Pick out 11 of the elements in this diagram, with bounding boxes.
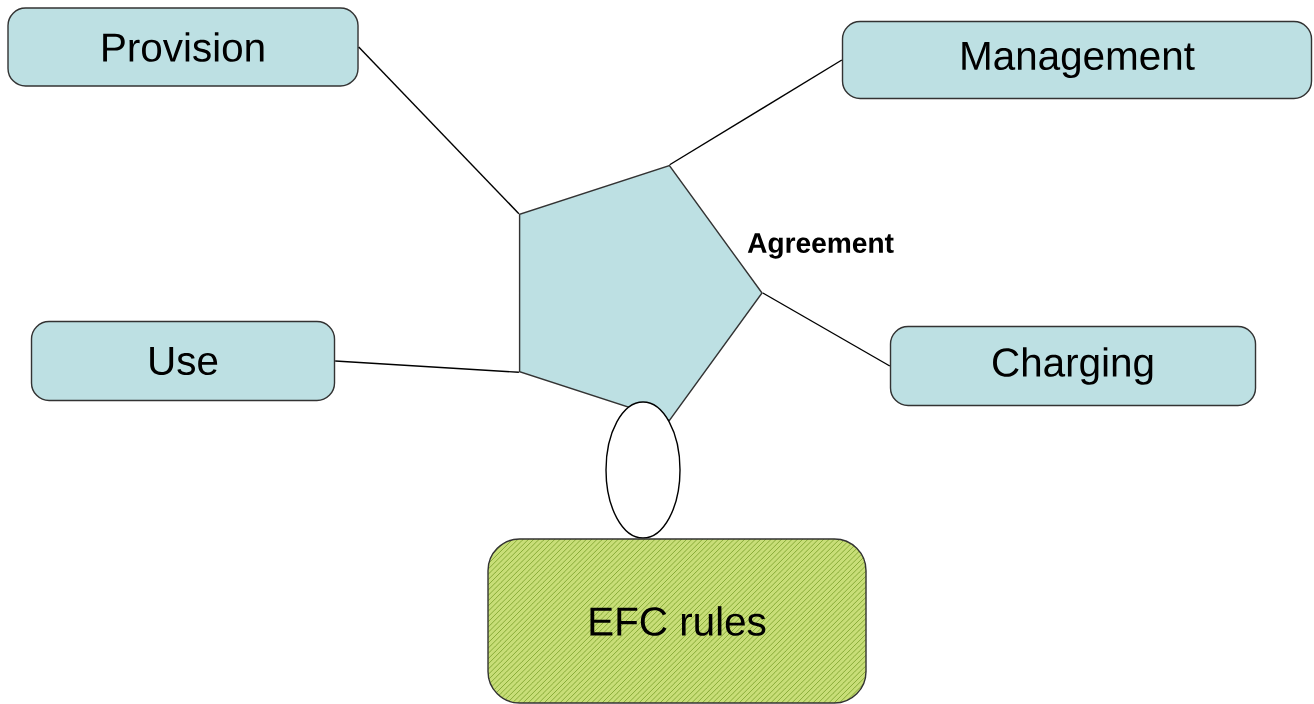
- rules-box: EFC rules: [487, 538, 867, 704]
- connector-line: [334, 360, 520, 373]
- process-box: Provision: [7, 7, 359, 87]
- process-box: Charging: [889, 325, 1257, 407]
- connector-line: [669, 59, 843, 166]
- node-caption: Agreement: [747, 233, 894, 259]
- process-box: Management: [841, 20, 1313, 100]
- connector-line: [358, 46, 520, 215]
- ellipse-shape: [605, 401, 681, 539]
- process-box: Use: [30, 320, 336, 402]
- connector-line: [762, 292, 891, 367]
